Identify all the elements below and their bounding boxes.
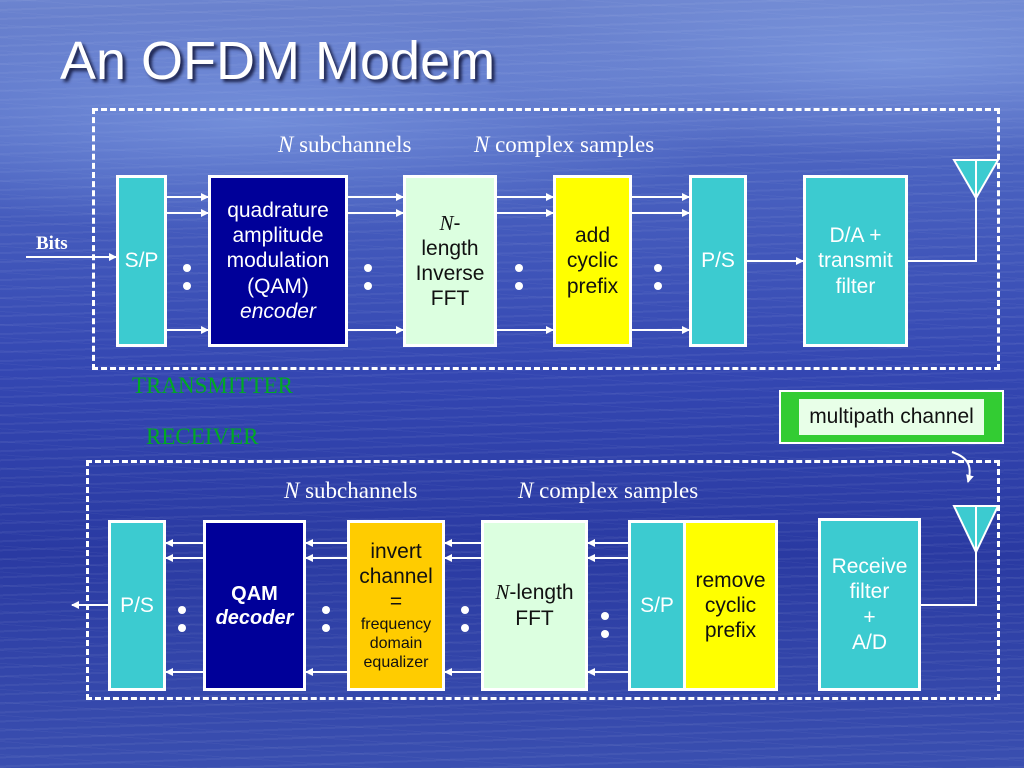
tx-parallel-to-serial-block: P/S: [689, 175, 747, 347]
rx-parallel-to-serial-block: P/S: [108, 520, 166, 691]
receive-filter-ad-block: Receive filter + A/D: [818, 518, 921, 691]
rx-samples-label: N complex samples: [518, 478, 699, 503]
ellipsis-dot: [183, 282, 191, 290]
add-cyclic-prefix-block: add cyclic prefix: [553, 175, 632, 347]
ellipsis-dot: [654, 264, 662, 272]
tx-serial-to-parallel-block: S/P: [116, 175, 167, 347]
qam-encoder-block: quadrature amplitude modulation (QAM) en…: [208, 175, 348, 347]
multipath-channel-label: multipath channel: [799, 399, 984, 435]
receiver-region: [86, 460, 1000, 700]
multipath-channel-block: multipath channel: [779, 390, 1004, 444]
tx-subchannels-label: N subchannels: [278, 132, 412, 157]
ellipsis-dot: [178, 624, 186, 632]
ellipsis-dot: [322, 624, 330, 632]
ellipsis-dot: [364, 282, 372, 290]
transmit-antenna-icon: [952, 159, 1000, 200]
da-transmit-filter-block: D/A + transmit filter: [803, 175, 908, 347]
ellipsis-dot: [515, 264, 523, 272]
tx-samples-label: N complex samples: [474, 132, 655, 157]
ellipsis-dot: [322, 606, 330, 614]
rx-subchannels-label: N subchannels: [284, 478, 418, 503]
ellipsis-dot: [178, 606, 186, 614]
transmitter-region: [92, 108, 1000, 370]
ellipsis-dot: [183, 264, 191, 272]
receiver-section-label: RECEIVER: [146, 424, 259, 449]
ellipsis-dot: [515, 282, 523, 290]
ellipsis-dot: [461, 624, 469, 632]
remove-cyclic-prefix-block: remove cyclic prefix: [683, 520, 778, 691]
qam-decoder-block: QAM decoder: [203, 520, 306, 691]
fft-block: N-length FFT: [481, 520, 588, 691]
inverse-fft-block: N- length Inverse FFT: [403, 175, 497, 347]
ellipsis-dot: [364, 264, 372, 272]
ellipsis-dot: [654, 282, 662, 290]
receive-antenna-icon: [952, 505, 1000, 555]
rx-serial-to-parallel-block: S/P: [628, 520, 686, 691]
slide-title: An OFDM Modem: [60, 31, 496, 91]
frequency-domain-equalizer-block: invert channel = frequency domain equali…: [347, 520, 445, 691]
ellipsis-dot: [601, 630, 609, 638]
ellipsis-dot: [461, 606, 469, 614]
bits-label: Bits: [36, 233, 68, 254]
ellipsis-dot: [601, 612, 609, 620]
transmitter-section-label: TRANSMITTER: [132, 373, 293, 398]
